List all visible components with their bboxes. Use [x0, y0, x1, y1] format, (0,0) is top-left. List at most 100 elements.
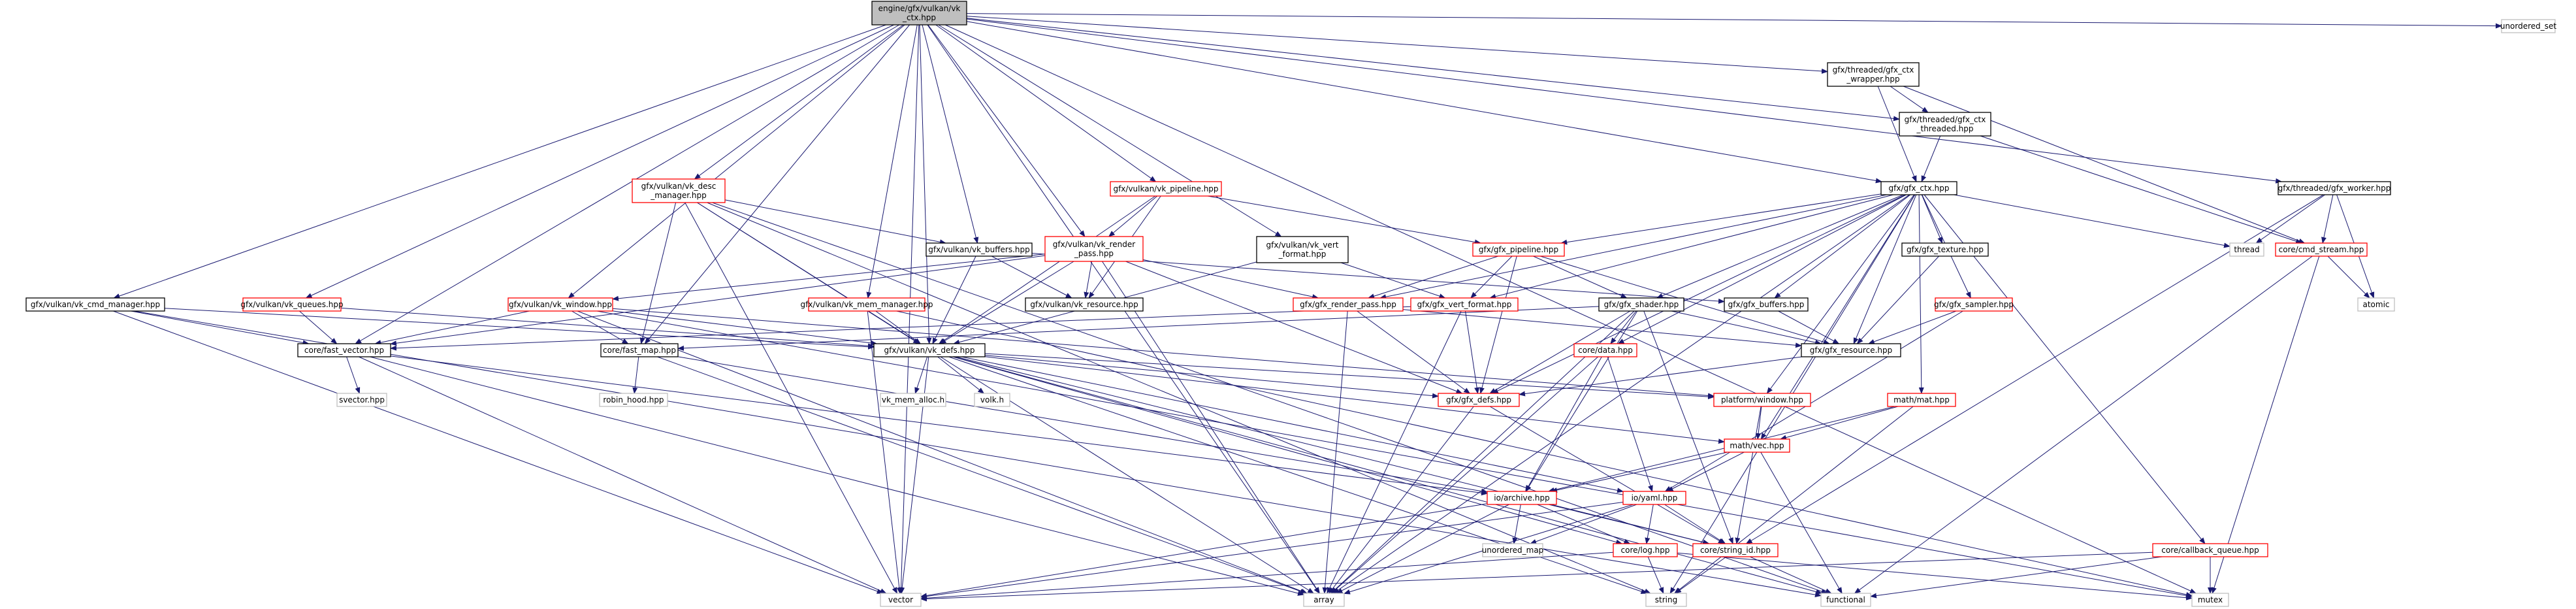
edge-root-to-vk_window — [568, 24, 905, 299]
edge-io_yaml-to-core_log — [1645, 504, 1654, 544]
edge-root-to-vk_vert_format — [938, 24, 1282, 237]
node-core_data[interactable]: core/data.hpp — [1573, 343, 1637, 357]
node-svector: svector.hpp — [336, 393, 387, 407]
edge-gfx_pipeline-to-gfx_shader — [1533, 255, 1628, 299]
edge-vk_desc_manager-to-functional — [712, 202, 1828, 594]
node-string_id[interactable]: core/string_id.hpp — [1692, 543, 1779, 557]
edge-gfx_render_pass-to-gfx_defs — [1357, 310, 1471, 394]
edge-gfx_ctx-to-gfx_resource — [1853, 194, 1917, 344]
node-vk_render_pass[interactable]: gfx/vulkan/vk_render_pass.hpp — [1044, 236, 1144, 262]
node-box — [1044, 236, 1144, 262]
node-core_log[interactable]: core/log.hpp — [1613, 543, 1678, 557]
node-math_vec[interactable]: math/vec.hpp — [1724, 438, 1790, 453]
edge-gfx_vert_format-to-array — [1327, 310, 1462, 594]
node-array: array — [1303, 593, 1345, 607]
edge-vk_cmd_manager-to-fast_vector — [131, 310, 310, 346]
edge-vk_defs-to-gfx_defs — [984, 355, 1439, 399]
edge-gfx_ctx-to-gfx_defs — [1491, 194, 1906, 394]
node-callback_queue[interactable]: core/callback_queue.hpp — [2152, 543, 2268, 557]
node-label: string — [1655, 595, 1677, 604]
node-label: gfx/gfx_resource.hpp — [1810, 346, 1893, 355]
node-gfx_worker[interactable]: gfx/threaded/gfx_worker.hpp — [2278, 181, 2391, 195]
node-label: svector.hpp — [339, 395, 385, 404]
edge-fast_vector-to-svector — [346, 356, 361, 394]
node-gfx_ctx_wrapper[interactable]: gfx/threaded/gfx_ctx_wrapper.hpp — [1827, 62, 1920, 87]
node-gfx_pipeline[interactable]: gfx/gfx_pipeline.hpp — [1472, 242, 1565, 257]
node-box — [2501, 19, 2556, 33]
node-box — [2229, 242, 2264, 257]
edge-root-to-vk_mem_manager — [866, 24, 918, 299]
node-unordered_map: unordered_map — [1482, 543, 1543, 557]
node-box — [600, 343, 679, 357]
edge-gfx_shader-to-array — [1330, 310, 1635, 594]
node-io_yaml[interactable]: io/yaml.hpp — [1622, 491, 1686, 505]
node-mutex: mutex — [2191, 593, 2229, 607]
edge-gfx_resource-to-gfx_defs — [1519, 356, 1803, 397]
node-root[interactable]: engine/gfx/vulkan/vk_ctx.hpp — [871, 1, 967, 25]
edge-root-to-gfx_ctx_threaded — [966, 18, 1900, 122]
node-gfx_shader[interactable]: gfx/gfx_shader.hpp — [1598, 297, 1684, 312]
node-label: gfx/gfx_texture.hpp — [1907, 245, 1984, 254]
edge-gfx_ctx-to-math_mat — [1918, 194, 1924, 394]
node-fast_map[interactable]: core/fast_map.hpp — [600, 343, 679, 357]
node-vk_cmd_manager[interactable]: gfx/vulkan/vk_cmd_manager.hpp — [25, 297, 165, 312]
node-vk_resource[interactable]: gfx/vulkan/vk_resource.hpp — [1025, 297, 1144, 312]
edge-cmd_stream-to-mutex — [2212, 255, 2320, 594]
node-vk_buffers[interactable]: gfx/vulkan/vk_buffers.hpp — [926, 242, 1033, 257]
node-atomic: atomic — [2357, 297, 2395, 312]
node-box — [507, 297, 613, 312]
node-label: mutex — [2198, 595, 2223, 604]
node-label: gfx/gfx_render_pass.hpp — [1300, 300, 1396, 309]
node-box — [1827, 62, 1920, 87]
node-vk_vert_format[interactable]: gfx/vulkan/vk_vert_format.hpp — [1256, 236, 1349, 263]
node-label: gfx/vulkan/vk_render — [1053, 240, 1135, 249]
edge-cmd_stream-to-atomic — [2327, 255, 2370, 299]
edge-gfx_ctx-to-array — [1332, 194, 1910, 594]
edge-gfx_sampler-to-io_yaml — [1664, 310, 1963, 492]
node-label: gfx/threaded/gfx_ctx — [1905, 115, 1986, 124]
node-box — [1899, 112, 1991, 137]
edge-math_mat-to-io_archive — [1547, 406, 1895, 493]
edge-root-to-vk_buffers — [922, 24, 979, 244]
edge-vk_desc_manager-to-fast_map — [639, 202, 677, 344]
node-box — [2357, 297, 2395, 312]
node-label: core/log.hpp — [1621, 546, 1670, 555]
node-gfx_texture[interactable]: gfx/gfx_texture.hpp — [1901, 242, 1989, 257]
node-gfx_defs[interactable]: gfx/gfx_defs.hpp — [1438, 393, 1520, 407]
node-gfx_ctx_threaded[interactable]: gfx/threaded/gfx_ctx_threaded.hpp — [1899, 112, 1991, 137]
node-box — [1622, 491, 1686, 505]
edge-callback_queue-to-functional — [1870, 556, 2163, 599]
edge-vk_defs-to-volk — [937, 356, 985, 394]
node-label: core/fast_vector.hpp — [304, 346, 384, 355]
node-gfx_ctx[interactable]: gfx/gfx_ctx.hpp — [1880, 181, 1957, 195]
node-vk_mem_manager[interactable]: gfx/vulkan/vk_mem_manager.hpp — [800, 297, 933, 312]
node-math_mat[interactable]: math/mat.hpp — [1887, 393, 1956, 407]
node-gfx_buffers[interactable]: gfx/gfx_buffers.hpp — [1724, 297, 1809, 312]
edge-vk_defs-to-math_vec — [984, 356, 1725, 444]
node-gfx_vert_format[interactable]: gfx/gfx_vert_format.hpp — [1410, 297, 1519, 312]
node-vk_window[interactable]: gfx/vulkan/vk_window.hpp — [507, 297, 613, 312]
edge-fast_map-to-robin_hood — [632, 356, 639, 394]
node-box — [1303, 593, 1345, 607]
node-gfx_sampler[interactable]: gfx/gfx_sampler.hpp — [1934, 297, 2014, 312]
edge-vk_render_pass-to-vk_defs — [939, 261, 1074, 344]
edge-gfx_buffers-to-gfx_resource — [1778, 310, 1840, 344]
node-box — [1487, 491, 1557, 505]
edge-root-to-gfx_worker — [966, 18, 2283, 184]
node-cmd_stream[interactable]: core/cmd_stream.hpp — [2275, 242, 2368, 257]
node-vk_desc_manager[interactable]: gfx/vulkan/vk_desc_manager.hpp — [632, 178, 726, 203]
node-label: gfx/gfx_ctx.hpp — [1889, 184, 1950, 193]
node-gfx_resource[interactable]: gfx/gfx_resource.hpp — [1801, 343, 1901, 357]
node-vk_defs[interactable]: gfx/vulkan/vk_defs.hpp — [873, 343, 986, 357]
node-vk_pipeline[interactable]: gfx/vulkan/vk_pipeline.hpp — [1110, 181, 1222, 197]
node-label: gfx/threaded/gfx_worker.hpp — [2278, 184, 2391, 193]
node-fast_vector[interactable]: core/fast_vector.hpp — [297, 343, 391, 357]
node-label: gfx/gfx_vert_format.hpp — [1417, 300, 1512, 309]
node-gfx_render_pass[interactable]: gfx/gfx_render_pass.hpp — [1293, 297, 1404, 312]
edge-math_mat-to-math_vec — [1780, 406, 1899, 440]
node-platform_window[interactable]: platform/window.hpp — [1713, 393, 1811, 407]
node-vk_queues[interactable]: gfx/vulkan/vk_queues.hpp — [240, 297, 344, 312]
edge-gfx_render_pass-to-array — [1322, 310, 1348, 594]
node-io_archive[interactable]: io/archive.hpp — [1487, 491, 1557, 505]
edge-root-to-gfx_ctx_wrapper — [966, 16, 1828, 74]
